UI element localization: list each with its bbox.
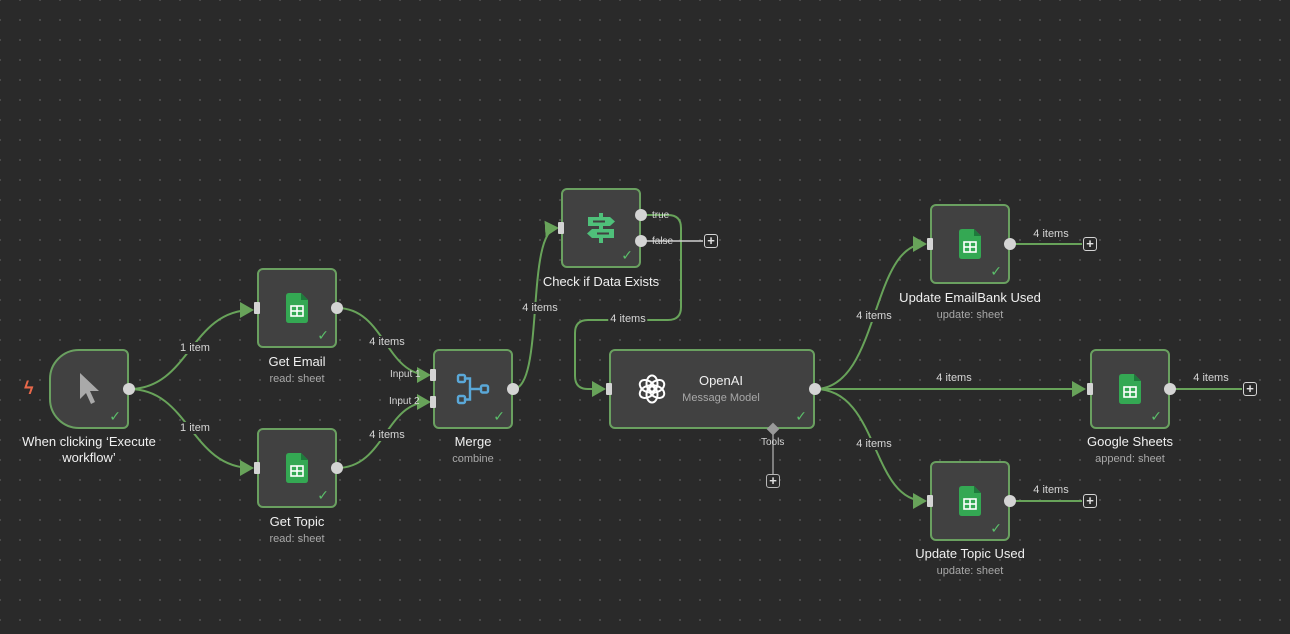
- openai-icon: [638, 374, 666, 404]
- input-port[interactable]: [254, 302, 260, 314]
- edge-label: 4 items: [520, 302, 560, 314]
- cursor-icon: [80, 373, 99, 404]
- success-check-icon: ✓: [795, 408, 807, 424]
- output-port-false[interactable]: [635, 235, 647, 247]
- add-tool-button[interactable]: +: [766, 474, 780, 488]
- output-port[interactable]: [123, 383, 135, 395]
- input-label: Input 2: [389, 396, 420, 407]
- edge-label: 1 item: [178, 342, 212, 354]
- input-port[interactable]: [606, 383, 612, 395]
- input-port[interactable]: [558, 222, 564, 234]
- node-update-emailbank-used[interactable]: ✓: [930, 204, 1010, 284]
- success-check-icon: ✓: [990, 520, 1002, 536]
- node-subtitle: Message Model: [682, 392, 760, 404]
- edge-label: 4 items: [367, 336, 407, 348]
- output-port[interactable]: [809, 383, 821, 395]
- output-port[interactable]: [1004, 495, 1016, 507]
- node-openai[interactable]: OpenAI Message Model ✓: [609, 349, 815, 429]
- edge-label: 4 items: [1031, 228, 1071, 240]
- node-google-sheets[interactable]: ✓: [1090, 349, 1170, 429]
- node-subtitle: append: sheet: [1095, 453, 1165, 465]
- output-label-true: true: [652, 210, 670, 221]
- input-port-2[interactable]: [430, 396, 436, 408]
- node-subtitle: read: sheet: [269, 373, 325, 385]
- success-check-icon: ✓: [621, 247, 633, 263]
- success-check-icon: ✓: [990, 263, 1002, 279]
- output-port[interactable]: [1164, 383, 1176, 395]
- node-subtitle: combine: [452, 453, 494, 465]
- edge-label: 4 items: [1191, 372, 1231, 384]
- google-sheets-icon: [286, 453, 308, 483]
- google-sheets-icon: [959, 486, 981, 516]
- add-node-button[interactable]: +: [1083, 494, 1097, 508]
- success-check-icon: ✓: [317, 327, 329, 343]
- success-check-icon: ✓: [109, 408, 121, 424]
- edge-label: 4 items: [854, 438, 894, 450]
- node-title: Merge: [454, 434, 492, 449]
- edge-label: 4 items: [1031, 484, 1071, 496]
- tools-label: Tools: [761, 437, 785, 448]
- input-label: Input 1: [390, 369, 421, 380]
- node-title: Get Email: [268, 354, 326, 369]
- node-get-topic[interactable]: ✓: [257, 428, 337, 508]
- node-merge[interactable]: ✓: [433, 349, 513, 429]
- output-port[interactable]: [507, 383, 519, 395]
- google-sheets-icon: [286, 293, 308, 323]
- success-check-icon: ✓: [317, 487, 329, 503]
- google-sheets-icon: [959, 229, 981, 259]
- node-title: OpenAI: [698, 373, 744, 388]
- add-node-button[interactable]: +: [704, 234, 718, 248]
- signpost-icon: [587, 213, 615, 243]
- node-title: Update Topic Used: [915, 546, 1025, 561]
- node-update-topic-used[interactable]: ✓: [930, 461, 1010, 541]
- success-check-icon: ✓: [1150, 408, 1162, 424]
- input-port[interactable]: [927, 495, 933, 507]
- edge-label: 4 items: [608, 313, 648, 325]
- output-port-true[interactable]: [635, 209, 647, 221]
- output-port[interactable]: [1004, 238, 1016, 250]
- output-port[interactable]: [331, 462, 343, 474]
- node-subtitle: update: sheet: [936, 309, 1004, 321]
- node-manual-trigger[interactable]: ✓: [49, 349, 129, 429]
- node-title: Get Topic: [269, 514, 325, 529]
- input-port[interactable]: [1087, 383, 1093, 395]
- node-title: When clicking ‘Execute workflow’: [22, 434, 156, 465]
- node-subtitle: read: sheet: [269, 533, 325, 545]
- add-node-button[interactable]: +: [1083, 237, 1097, 251]
- node-subtitle: update: sheet: [936, 565, 1004, 577]
- success-check-icon: ✓: [493, 408, 505, 424]
- node-title: Google Sheets: [1086, 434, 1174, 449]
- google-sheets-icon: [1119, 374, 1141, 404]
- output-port[interactable]: [331, 302, 343, 314]
- node-title: Update EmailBank Used: [899, 290, 1041, 305]
- input-port[interactable]: [927, 238, 933, 250]
- node-check-if-data-exists[interactable]: ✓: [561, 188, 641, 268]
- output-label-false: false: [652, 236, 674, 247]
- edge-label: 4 items: [934, 372, 974, 384]
- input-port-1[interactable]: [430, 369, 436, 381]
- merge-icon: [456, 373, 490, 405]
- edge-label: 4 items: [854, 310, 894, 322]
- node-title: Check if Data Exists: [542, 274, 660, 289]
- edge-label: 4 items: [367, 429, 407, 441]
- add-node-button[interactable]: +: [1243, 382, 1257, 396]
- lightning-icon: ϟ: [24, 378, 34, 398]
- input-port[interactable]: [254, 462, 260, 474]
- edge-label: 1 item: [178, 422, 212, 434]
- node-get-email[interactable]: ✓: [257, 268, 337, 348]
